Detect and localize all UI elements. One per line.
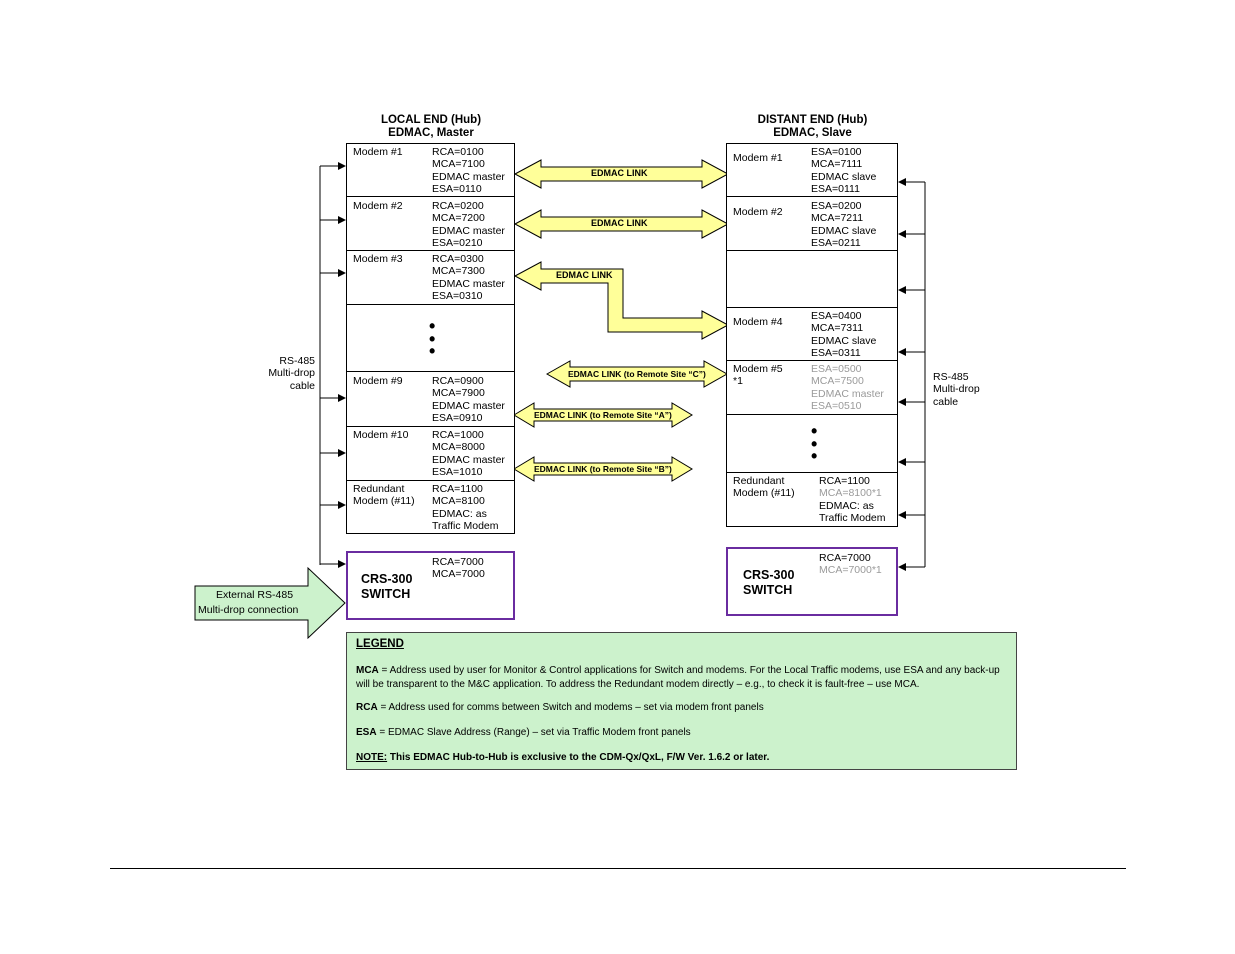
edmac-link-2-label: EDMAC LINK [591, 218, 648, 228]
row-divider [726, 472, 898, 473]
legend-esa: ESA = EDMAC Slave Address (Range) – set … [356, 727, 691, 738]
distant-ellipsis: ••• [811, 421, 818, 466]
edmac-link-b-label: EDMAC LINK (to Remote Site “B”) [534, 464, 672, 474]
legend-rca: RCA = Address used for comms between Swi… [356, 702, 764, 713]
legend-mca: MCA = Address used by user for Monitor &… [356, 665, 1000, 690]
edmac-link-arrow-b [513, 456, 693, 482]
edmac-link-1-label: EDMAC LINK [591, 168, 648, 178]
local-modem-1-name: Modem #1 [353, 146, 403, 158]
distant-end-subtitle: EDMAC, Slave [773, 127, 852, 139]
local-end-title: LOCAL END (Hub) [380, 114, 482, 126]
distant-switch-addresses: RCA=7000 MCA=7000*1 [819, 552, 882, 577]
row-divider [346, 196, 515, 197]
legend-box: LEGEND MCA = Address used by user for Mo… [346, 632, 1017, 770]
row-divider [726, 250, 898, 251]
distant-modem-1-name: Modem #1 [733, 152, 783, 164]
row-divider [726, 414, 898, 415]
local-end-header: LOCAL END (Hub) EDMAC, Master [347, 114, 515, 140]
edmac-link-c-label: EDMAC LINK (to Remote Site “C”) [568, 369, 706, 379]
footer-divider [110, 868, 1126, 869]
row-divider [346, 426, 515, 427]
row-divider [346, 480, 515, 481]
row-divider [726, 307, 898, 308]
row-divider [346, 304, 515, 305]
row-divider [346, 371, 515, 372]
row-divider [726, 196, 898, 197]
distant-modem-2-name: Modem #2 [733, 206, 783, 218]
distant-redundant-modem-details: RCA=1100 MCA=8100*1 EDMAC: as Traffic Mo… [819, 475, 886, 525]
distant-modem-5-name: Modem #5*1 [733, 363, 783, 388]
local-modem-9-name: Modem #9 [353, 375, 403, 387]
row-divider [726, 360, 898, 361]
local-modem-3-name: Modem #3 [353, 253, 403, 265]
edmac-link-a-label: EDMAC LINK (to Remote Site “A”) [534, 410, 672, 420]
local-modem-10-name: Modem #10 [353, 429, 409, 441]
row-divider [346, 250, 515, 251]
edmac-link-arrow-3 [513, 261, 730, 340]
distant-end-header: DISTANT END (Hub) EDMAC, Slave [727, 114, 898, 140]
local-end-subtitle: EDMAC, Master [388, 127, 474, 139]
external-connection-arrow [194, 566, 346, 640]
distant-end-title: DISTANT END (Hub) [757, 114, 868, 126]
legend-note: NOTE: This EDMAC Hub-to-Hub is exclusive… [356, 752, 770, 763]
external-connection-label: External RS-485 Multi-drop connection [198, 589, 299, 616]
local-ellipsis: ••• [429, 316, 436, 361]
distant-modem-stack [726, 143, 898, 527]
legend-title: LEGEND [356, 638, 404, 650]
distant-modem-4-name: Modem #4 [733, 316, 783, 328]
edmac-link-arrow-a [513, 402, 693, 428]
edmac-link-3-label: EDMAC LINK [556, 270, 613, 280]
local-modem-stack [346, 143, 515, 534]
local-modem-2-name: Modem #2 [353, 200, 403, 212]
